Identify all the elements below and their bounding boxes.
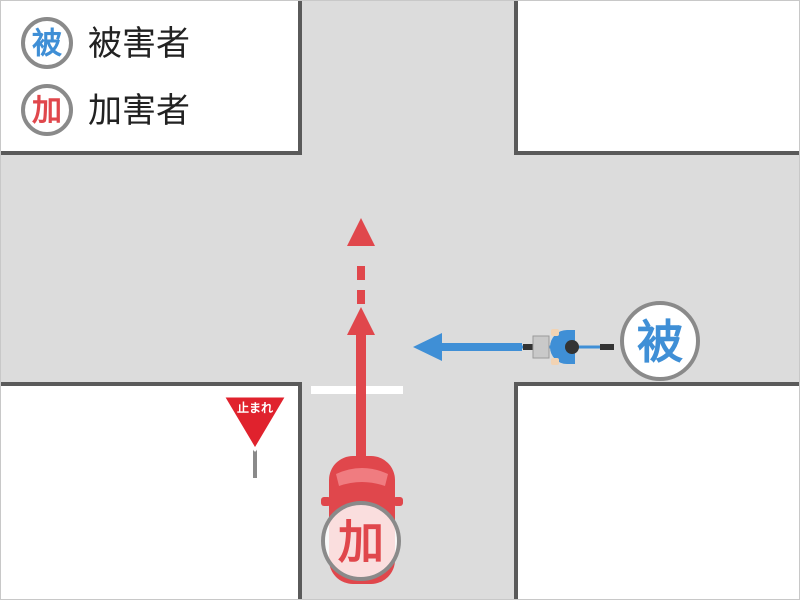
victim-badge-symbol: 被 bbox=[637, 315, 683, 369]
bicycle-basket bbox=[532, 335, 550, 359]
bicycle-icon bbox=[522, 329, 614, 365]
curb-top-right bbox=[514, 0, 800, 155]
stop-sign-triangle bbox=[221, 394, 289, 452]
curb-bottom-right bbox=[514, 382, 800, 600]
victim-badge: 被 bbox=[620, 301, 700, 381]
curb-bottom-left bbox=[0, 382, 302, 600]
curb-top-left bbox=[0, 0, 302, 155]
bicycle-rear-wheel bbox=[523, 344, 537, 350]
bicycle-right-hand bbox=[551, 358, 559, 365]
perpetrator-arrowhead-upper bbox=[347, 218, 375, 246]
perpetrator-path bbox=[347, 218, 375, 457]
bicycle-rider-head bbox=[565, 340, 579, 354]
legend: 被 被害者 加 加害者 bbox=[21, 17, 190, 136]
victim-path bbox=[413, 333, 522, 361]
car-mirror-left bbox=[321, 497, 331, 506]
legend-victim: 被 被害者 bbox=[21, 17, 190, 69]
car-mirror-right bbox=[393, 497, 403, 506]
perpetrator-path-dash-2 bbox=[357, 266, 365, 280]
bicycle-handlebar bbox=[554, 330, 558, 364]
legend-victim-symbol: 被 bbox=[32, 27, 62, 62]
legend-victim-badge bbox=[21, 17, 73, 69]
legend-perpetrator-badge bbox=[21, 84, 73, 136]
car-windshield bbox=[336, 468, 388, 486]
bicycle-front-wheel bbox=[600, 344, 614, 350]
bicycle-left-hand bbox=[551, 329, 559, 336]
stop-sign-icon: 止まれ bbox=[221, 394, 289, 478]
victim-path-line bbox=[440, 343, 522, 351]
victim-arrowhead bbox=[413, 333, 442, 361]
stop-sign-text: 止まれ bbox=[237, 400, 273, 415]
legend-perpetrator-label: 加害者 bbox=[88, 91, 190, 131]
legend-victim-label: 被害者 bbox=[88, 24, 190, 64]
perpetrator-badge-circle bbox=[321, 501, 401, 581]
perpetrator-badge: 加 bbox=[321, 501, 401, 581]
perpetrator-arrowhead-lower bbox=[347, 307, 375, 335]
perpetrator-badge-symbol: 加 bbox=[338, 515, 384, 569]
perpetrator-path-solid bbox=[356, 333, 366, 457]
legend-perpetrator-symbol: 加 bbox=[32, 94, 62, 129]
perpetrator-path-dash-1 bbox=[357, 290, 365, 304]
legend-perpetrator: 加 加害者 bbox=[21, 84, 190, 136]
victim-badge-circle bbox=[620, 301, 700, 381]
